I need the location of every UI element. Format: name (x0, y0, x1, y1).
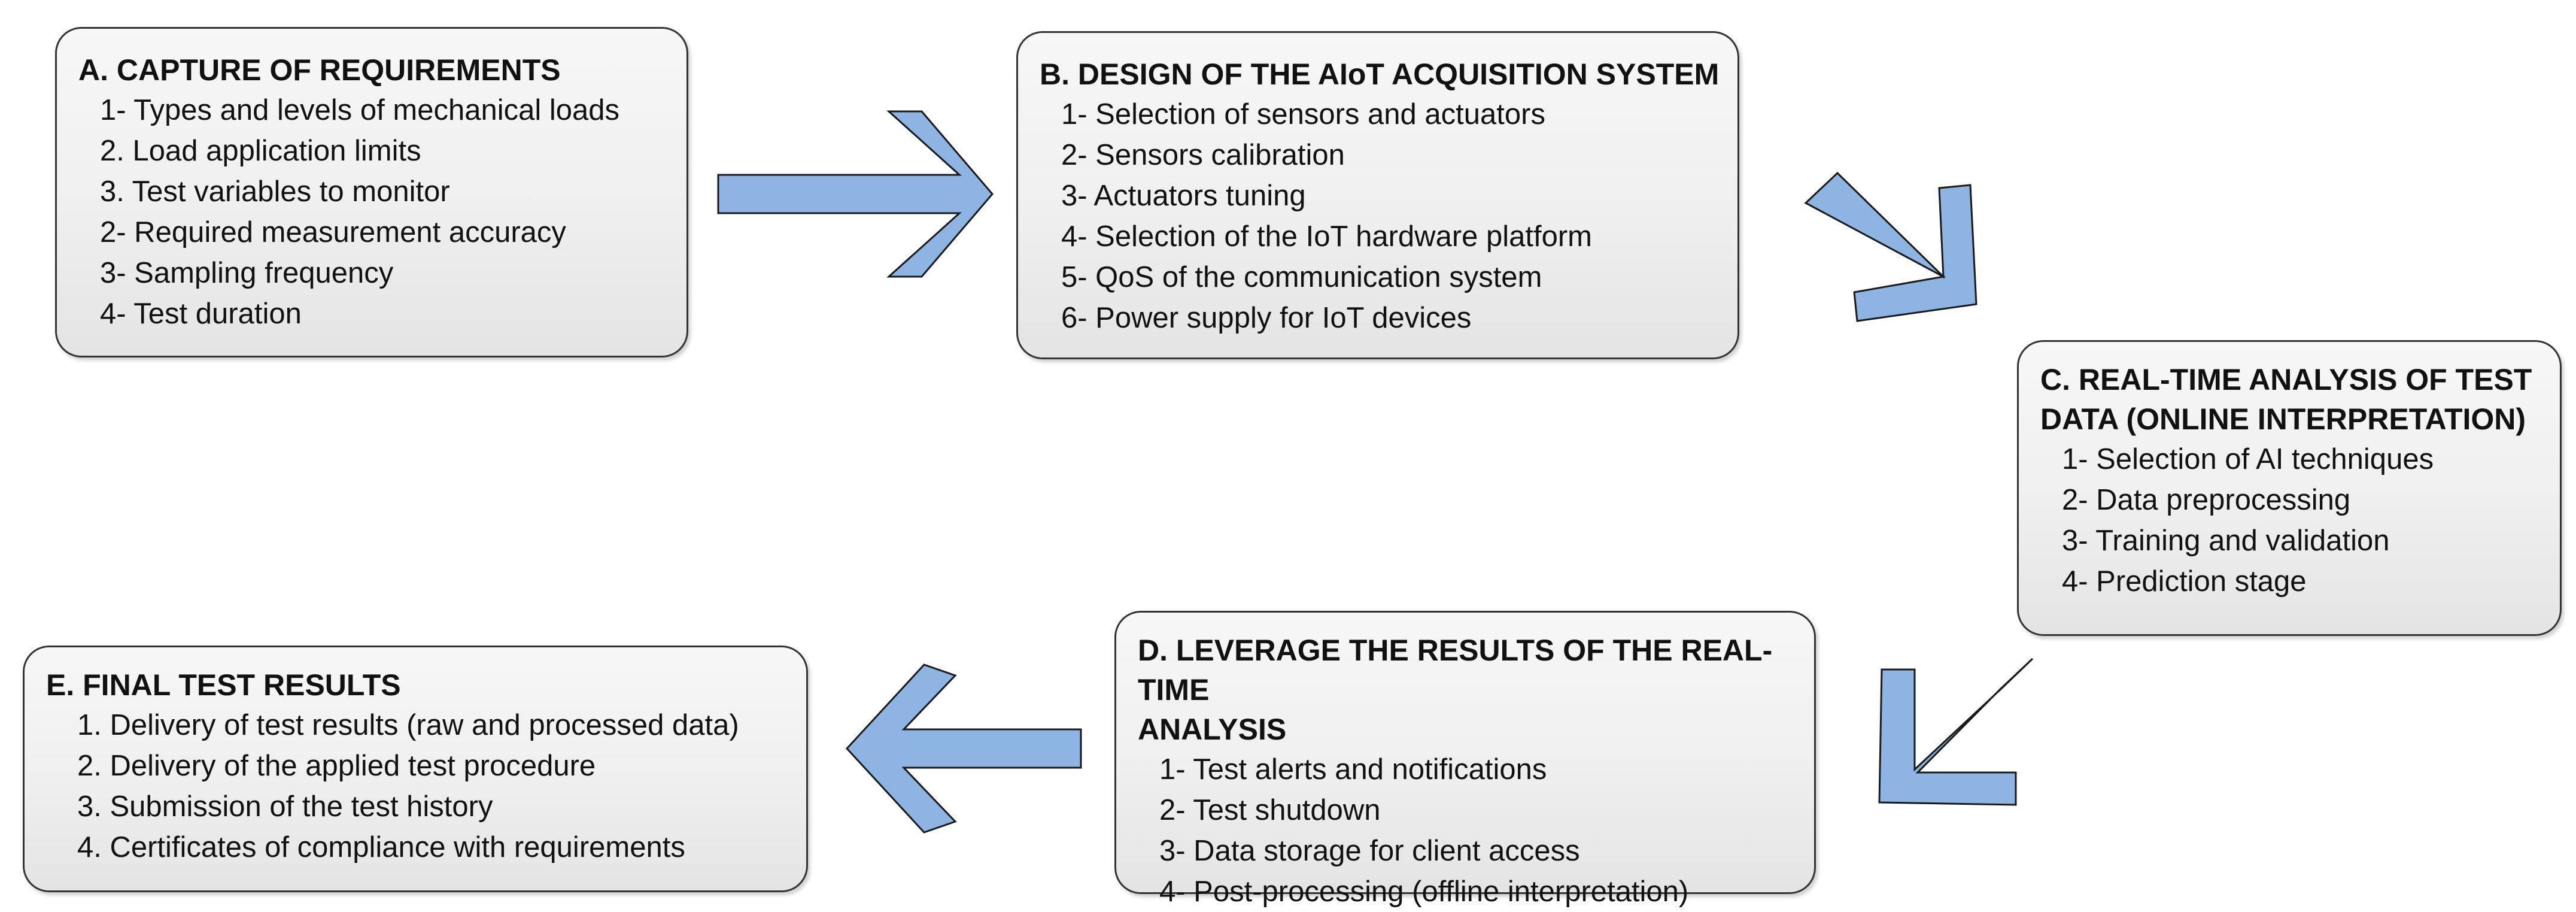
box-a-list: 1- Types and levels of mechanical loads … (78, 90, 669, 334)
box-b-item: 4- Selection of the IoT hardware platfor… (1061, 220, 1593, 253)
box-d-item: 2- Test shutdown (1159, 794, 1381, 826)
box-design-aiot-acquisition-system: B. DESIGN OF THE AIoT ACQUISITION SYSTEM… (1016, 31, 1739, 359)
box-c-item: 1- Selection of AI techniques (2062, 443, 2434, 475)
box-leverage-results: D. LEVERAGE THE RESULTS OF THE REAL-TIME… (1114, 611, 1816, 908)
arrow-a-to-b (717, 110, 994, 278)
box-e-title: E. FINAL TEST RESULTS (46, 668, 401, 702)
box-d-item: 3- Data storage for client access (1159, 835, 1580, 867)
box-e-item: 1. Delivery of test results (raw and pro… (77, 709, 739, 741)
arrow-c-to-d (1878, 658, 2034, 806)
box-a-item: 2- Required measurement accuracy (100, 216, 566, 249)
box-c-item: 3- Training and validation (2062, 525, 2390, 557)
box-d-item: 4- Post-processing (offline interpretati… (1159, 875, 1689, 908)
box-c-title: C. REAL-TIME ANALYSIS OF TEST DATA (ONLI… (2040, 360, 2542, 439)
box-a-title: A. CAPTURE OF REQUIREMENTS (78, 53, 561, 87)
box-b-item: 6- Power supply for IoT devices (1061, 302, 1472, 334)
box-a-item: 1- Types and levels of mechanical loads (100, 94, 619, 126)
box-b-item: 2- Sensors calibration (1061, 139, 1345, 171)
arrow-d-to-e (845, 663, 1082, 834)
box-real-time-analysis: C. REAL-TIME ANALYSIS OF TEST DATA (ONLI… (2017, 340, 2562, 636)
box-e-list: 1. Delivery of test results (raw and pro… (46, 705, 788, 868)
box-c-title-line1: C. REAL-TIME ANALYSIS OF TEST (2040, 363, 2532, 396)
box-d-item: 1- Test alerts and notifications (1159, 753, 1547, 786)
box-e-item: 3. Submission of the test history (77, 790, 493, 823)
box-d-list: 1- Test alerts and notifications 2- Test… (1138, 749, 1796, 912)
box-e-item: 2. Delivery of the applied test procedur… (77, 750, 596, 782)
box-d-title-line2: ANALYSIS (1138, 713, 1287, 746)
box-capture-of-requirements: A. CAPTURE OF REQUIREMENTS 1- Types and … (55, 27, 688, 357)
box-d-title: D. LEVERAGE THE RESULTS OF THE REAL-TIME… (1138, 631, 1796, 749)
box-c-list: 1- Selection of AI techniques 2- Data pr… (2040, 439, 2542, 602)
box-c-item: 4- Prediction stage (2062, 565, 2307, 598)
box-b-item: 3- Actuators tuning (1061, 180, 1306, 212)
box-c-title-line2: DATA (ONLINE INTERPRETATION) (2040, 402, 2526, 436)
box-b-item: 5- QoS of the communication system (1061, 261, 1542, 293)
box-b-item: 1- Selection of sensors and actuators (1061, 98, 1545, 131)
box-e-item: 4. Certificates of compliance with requi… (77, 831, 685, 863)
box-a-item: 2. Load application limits (100, 135, 421, 167)
box-a-item: 4- Test duration (100, 298, 302, 330)
box-b-title: B. DESIGN OF THE AIoT ACQUISITION SYSTEM (1040, 57, 1720, 91)
arrow-b-to-c (1804, 171, 1977, 322)
box-final-test-results: E. FINAL TEST RESULTS 1. Delivery of tes… (23, 646, 808, 892)
box-a-item: 3- Sampling frequency (100, 257, 394, 289)
box-d-title-line1: D. LEVERAGE THE RESULTS OF THE REAL-TIME (1138, 634, 1773, 707)
box-c-item: 2- Data preprocessing (2062, 484, 2351, 516)
box-b-list: 1- Selection of sensors and actuators 2-… (1040, 94, 1720, 338)
box-a-item: 3. Test variables to monitor (100, 175, 450, 208)
